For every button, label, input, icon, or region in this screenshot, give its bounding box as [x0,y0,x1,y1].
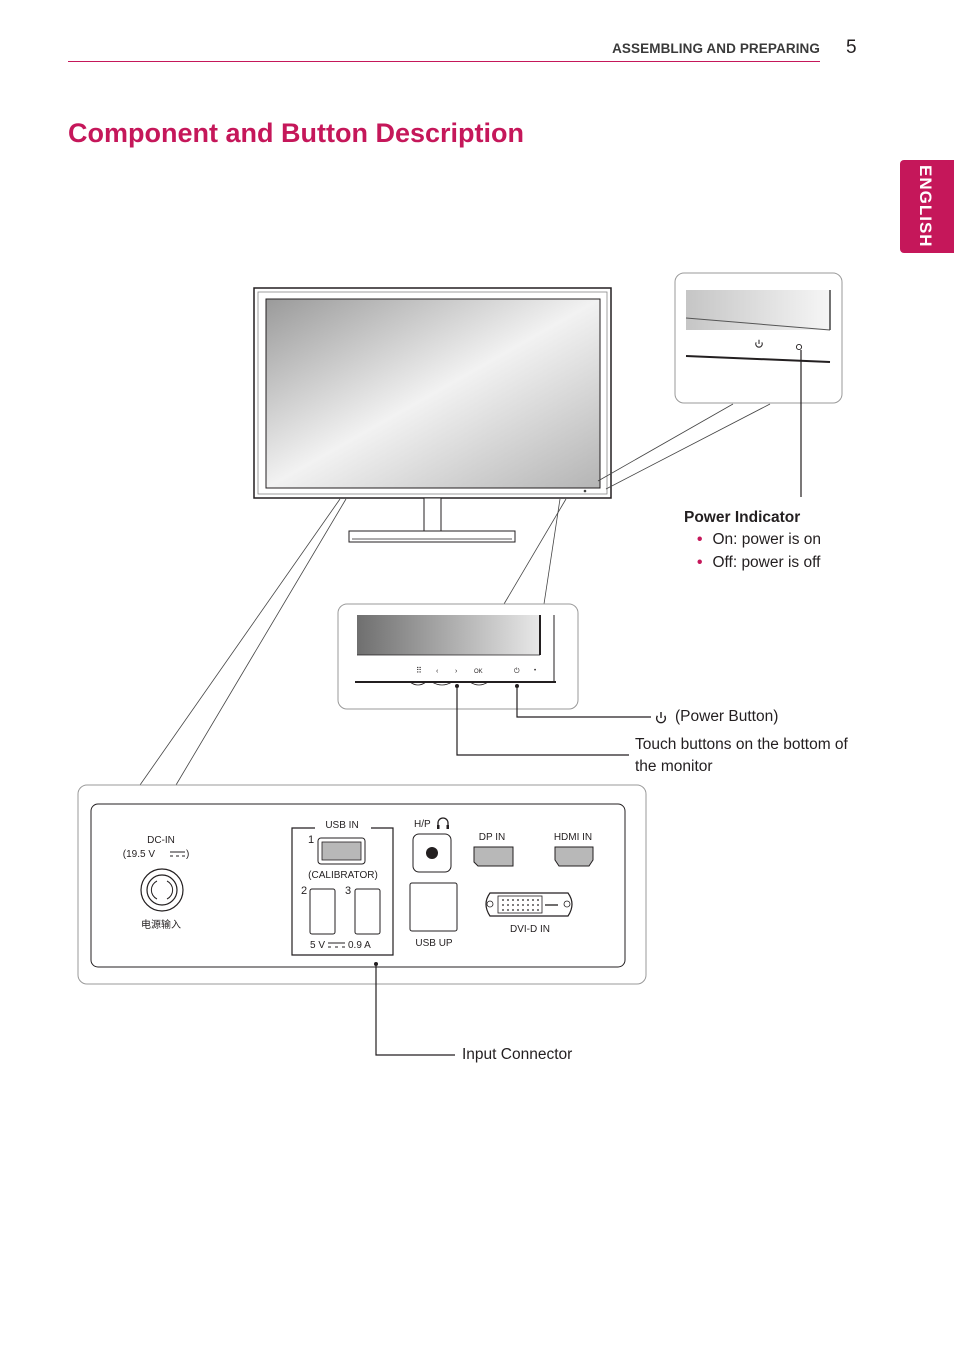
headphone-icon [437,817,449,829]
svg-text:(CALIBRATOR): (CALIBRATOR) [308,870,378,881]
page-number: 5 [846,37,857,58]
touch-button-power-icon: ⏻ [514,667,520,675]
power-button-label: (Power Button) [675,708,779,725]
touch-buttons-inset: ⠿ ‹ › OK ⏻ • [337,603,667,756]
svg-text:电源输入: 电源输入 [141,918,181,931]
zoom-lines [139,403,771,786]
dvi-d-in-port: DVI-D IN [485,892,573,935]
dc-symbol-icon [328,942,345,948]
page-title: Component and Button Description [68,118,524,148]
power-symbol-icon [755,339,763,348]
touch-button-right-icon: › [455,668,458,675]
svg-text:DVI-D IN: DVI-D IN [510,924,550,935]
language-tab[interactable]: ENGLISH [900,160,954,253]
svg-text:HDMI IN: HDMI IN [554,832,592,843]
power-indicator-inset [674,272,843,497]
touch-button-menu-icon: ⠿ [416,666,422,675]
headphone-port: H/P [412,817,452,873]
touch-buttons-label-line2: the monitor [635,758,713,775]
touch-button-ok-icon: OK [474,669,483,675]
power-indicator-item: •Off: power is off [697,554,821,571]
power-indicator-heading: Power Indicator [684,509,801,526]
input-connector-label: Input Connector [462,1046,573,1063]
svg-text:USB IN: USB IN [325,820,358,831]
svg-text:DC-IN: DC-IN [147,835,175,846]
svg-text:3: 3 [345,885,351,897]
dp-in-port: DP IN [473,832,514,867]
power-indicator-item: •On: power is on [697,531,821,548]
dc-in-port: DC-IN (19.5 V ) 电源输入 [123,835,190,931]
bullet-icon: • [697,531,703,548]
svg-text:1: 1 [308,834,314,846]
connector-panel-inset: DC-IN (19.5 V ) 电源输入 USB IN 1 (CALIBRATO… [77,784,647,1056]
svg-text:): ) [186,849,189,860]
header-divider [68,61,820,62]
touch-buttons-label-line1: Touch buttons on the bottom of [635,736,848,753]
bullet-icon: • [697,554,703,571]
dc-symbol-icon [170,851,185,857]
usb-in-ports: USB IN 1 (CALIBRATOR) 2 3 5 V 0.9 A [291,820,394,956]
svg-text:(19.5 V: (19.5 V [123,849,156,860]
touch-button-left-icon: ‹ [436,668,439,675]
section-header: ASSEMBLING AND PREPARING [612,41,820,56]
svg-text:H/P: H/P [414,819,431,830]
svg-text:5 V: 5 V [310,940,325,951]
power-indicator-led [795,343,803,351]
svg-text:USB UP: USB UP [415,938,453,949]
svg-text:DP IN: DP IN [479,832,506,843]
language-tab-label: ENGLISH [916,165,935,248]
touch-button-led-icon: • [534,668,536,674]
svg-text:2: 2 [301,885,307,897]
power-button-icon [655,712,667,724]
hdmi-in-port: HDMI IN [554,832,594,867]
usb-up-port: USB UP [409,882,458,949]
svg-text:0.9 A: 0.9 A [348,940,371,951]
monitor-front-view [253,287,612,543]
